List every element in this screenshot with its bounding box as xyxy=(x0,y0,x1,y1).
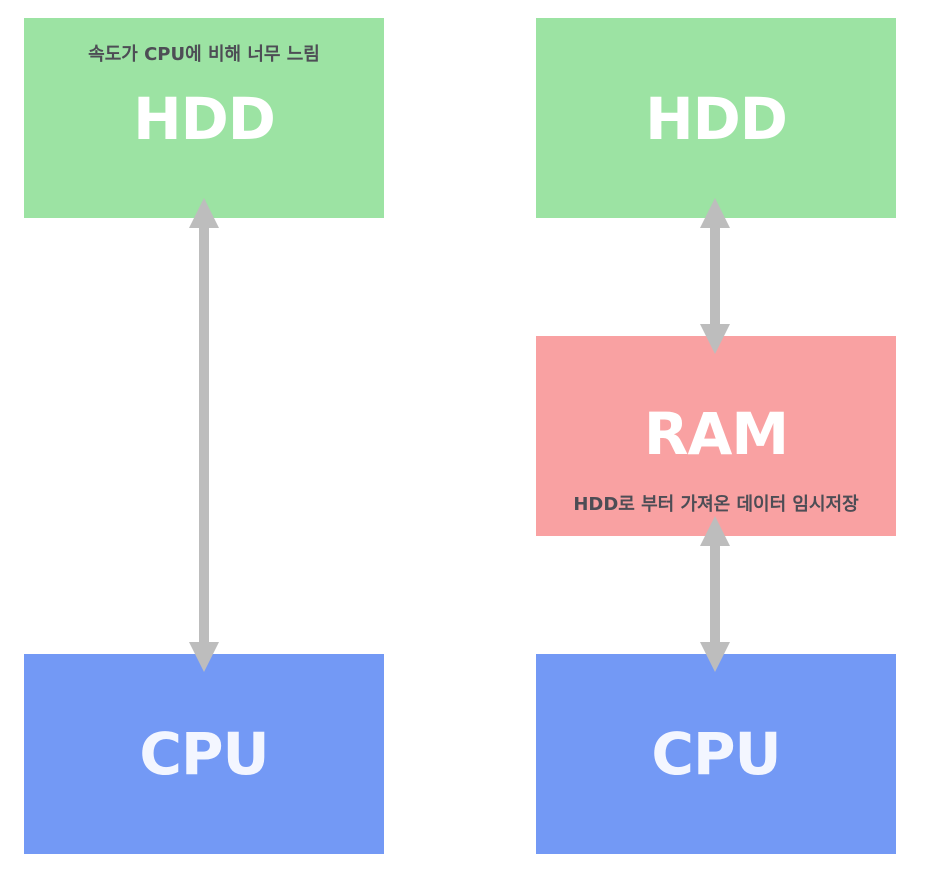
bidirectional-arrow-ram-cpu xyxy=(700,516,730,672)
cpu-label-right: CPU xyxy=(651,720,781,788)
hdd-label-right: HDD xyxy=(645,85,788,153)
bidirectional-arrow-hdd-cpu-left xyxy=(189,198,219,672)
ram-cache-note: HDD로 부터 가져온 데이터 임시저장 xyxy=(573,494,859,515)
hdd-speed-note: 속도가 CPU에 비해 너무 느림 xyxy=(88,44,320,65)
cpu-label-left: CPU xyxy=(139,720,269,788)
cpu-box-right: CPU xyxy=(536,654,896,854)
ram-box-right: RAM HDD로 부터 가져온 데이터 임시저장 xyxy=(536,336,896,536)
hdd-box-left: 속도가 CPU에 비해 너무 느림 HDD xyxy=(24,18,384,218)
ram-label-right: RAM xyxy=(643,400,789,468)
hdd-label-left: HDD xyxy=(133,85,276,153)
cpu-box-left: CPU xyxy=(24,654,384,854)
bidirectional-arrow-hdd-ram xyxy=(700,198,730,354)
hdd-box-right: HDD xyxy=(536,18,896,218)
